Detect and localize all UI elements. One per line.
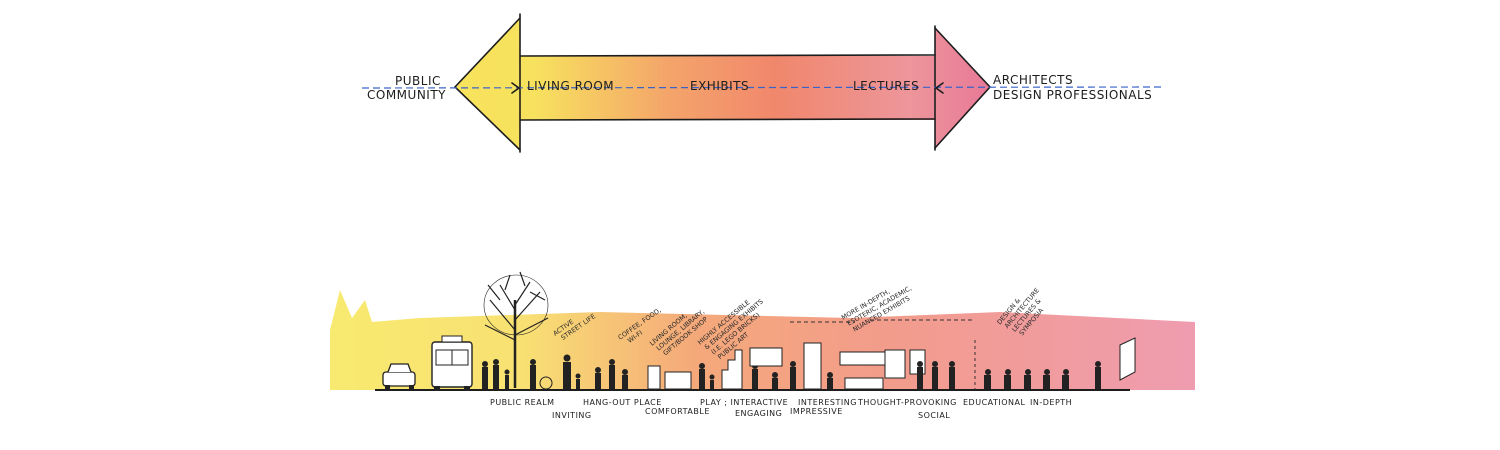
label-lectures: LECTURES [853,79,919,93]
arrow-tick-right [934,82,944,94]
person-icon [622,369,628,389]
label-comfortable: COMFORTABLE [645,407,710,416]
person-icon [917,361,923,389]
lecturer-icon [1095,361,1101,389]
label-exhibits: EXHIBITS [690,79,749,93]
label-social: SOCIAL [918,411,950,420]
tall-model-icon [803,342,822,390]
arrow-fill [455,18,990,150]
person-icon [827,372,833,389]
model-table-icon [844,377,884,390]
left-arrowhead [453,17,521,151]
label-in-depth: IN-DEPTH [1030,398,1072,407]
shop-counter-icon [664,371,692,390]
person-icon [595,367,601,389]
projection-screen-icon [1119,337,1136,381]
label-community: COMMUNITY [367,88,446,102]
person-icon [949,361,955,389]
shaft-bottom [519,118,936,121]
person-icon [482,361,488,389]
label-architects: ARCHITECTS [993,73,1073,87]
person-icon [504,369,510,389]
label-hang-out-place: HANG-OUT PLACE [583,398,662,407]
artwork-frame-icon [749,347,783,367]
person-icon [932,361,938,389]
label-public: PUBLIC [395,74,441,88]
label-play-interactive: PLAY ; INTERACTIVE [700,398,788,407]
label-thought-provoking: THOUGHT-PROVOKING [857,398,957,407]
label-inviting: INVITING [552,411,592,420]
double-arrow [361,13,1166,153]
seated-person-icon [984,369,991,389]
seated-person-icon [1004,369,1011,389]
person-icon [609,359,615,389]
seated-person-icon [1043,369,1050,389]
seated-person-icon [1062,369,1069,389]
person-icon [772,372,778,389]
dashed-axis [361,86,1166,89]
person-icon [790,361,796,389]
arrow-tick-left [511,82,521,94]
person-icon [709,374,715,389]
person-icon [752,363,758,389]
label-design-professionals: DESIGN PROFESSIONALS [993,88,1152,102]
person-icon [699,363,705,389]
bookshelf-icon [647,365,661,390]
label-engaging: ENGAGING [735,409,782,418]
poster-icon [884,349,906,379]
label-public-realm: PUBLIC REALM [490,398,555,407]
bicycle-icon [539,376,553,390]
person-icon [493,359,499,389]
tree-icon [483,271,549,388]
label-living-room: LIVING ROOM [527,79,614,93]
label-educational: EDUCATIONAL [963,398,1026,407]
car-icon [382,363,416,390]
section-labels: PUBLIC REALM HANG-OUT PLACE PLAY ; INTER… [490,398,1072,420]
label-impressive: IMPRESSIVE [790,407,843,416]
bus-icon [431,335,473,391]
shaft-top [519,54,936,57]
seated-person-icon [1024,369,1031,389]
person-icon [575,373,581,389]
people-figures [482,337,1136,390]
person-icon [563,354,571,389]
person-icon [530,359,536,389]
label-interesting: INTERESTING [798,398,857,407]
lego-sculpture-icon [721,349,743,390]
